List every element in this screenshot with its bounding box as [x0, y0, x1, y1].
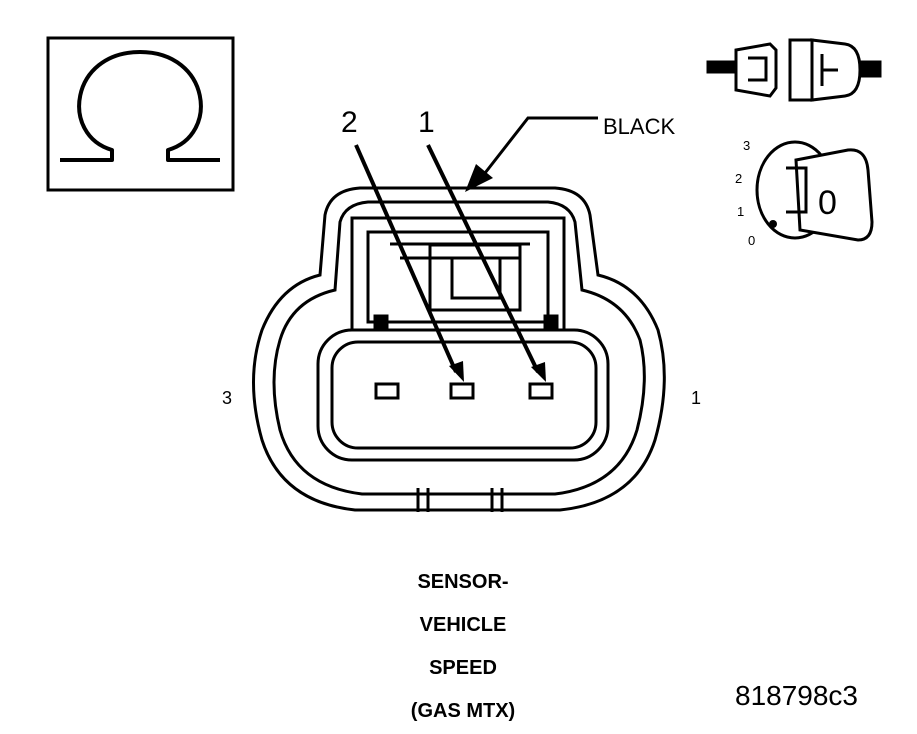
side-label-left: 3 [222, 388, 232, 408]
pin-callout-2: 2 [341, 106, 358, 139]
probe-connector-icon [706, 38, 882, 102]
ignition-key-icon [755, 140, 874, 242]
connector-housing [252, 186, 666, 512]
pin-2-callout-arrow [354, 144, 464, 382]
key-position-label: 0 [818, 184, 837, 222]
caption-line-2: VEHICLE [420, 614, 507, 636]
ignition-position-2: 2 [735, 171, 742, 186]
caption: SENSOR- VEHICLE SPEED (GAS MTX) [411, 571, 515, 722]
ohm-symbol-icon [46, 36, 235, 192]
ignition-position-0: 0 [748, 233, 755, 248]
pin-1-callout-arrow [426, 144, 546, 382]
figure-id: 818798c3 [735, 680, 858, 711]
caption-line-3: SPEED [429, 657, 497, 679]
color-callout-arrow [465, 116, 598, 192]
side-label-right: 1 [691, 388, 701, 408]
connector-color-label: BLACK [603, 114, 675, 139]
pin-callout-1: 1 [418, 106, 435, 139]
caption-line-4: (GAS MTX) [411, 700, 515, 722]
caption-line-1: SENSOR- [417, 571, 508, 593]
ignition-position-3: 3 [743, 138, 750, 153]
ignition-position-1: 1 [737, 204, 744, 219]
